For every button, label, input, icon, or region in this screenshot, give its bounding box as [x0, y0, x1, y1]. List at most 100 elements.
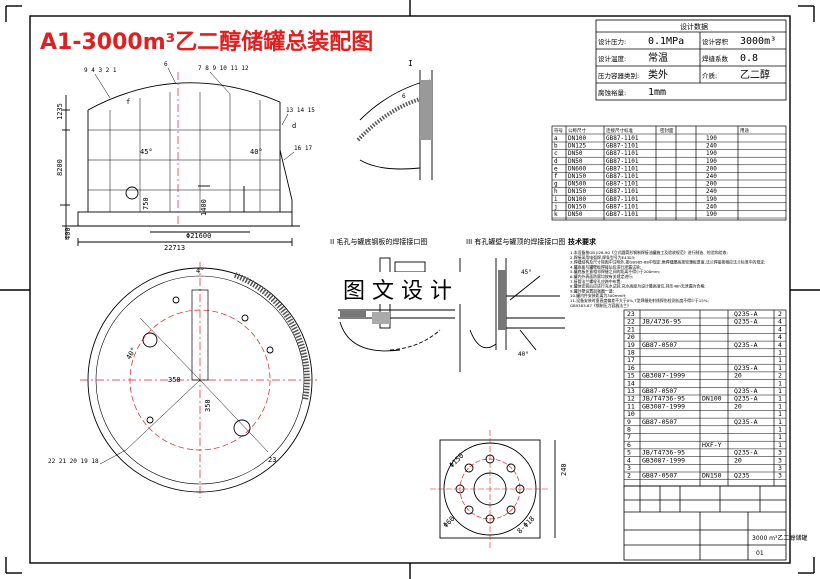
design-value: 0.1MPa — [648, 36, 684, 47]
design-label-2: 设计容积 — [702, 37, 729, 46]
nozzle-cell: DN150 — [568, 173, 586, 180]
callout-letter-f: f — [126, 98, 130, 106]
parts-cell: 1 — [778, 364, 782, 372]
dim-bottom: 750 — [142, 197, 150, 210]
parts-cell: 1 — [778, 356, 782, 364]
parts-cell: GB3087-1999 — [642, 372, 685, 380]
nozzle-cell: 200 — [706, 181, 717, 188]
nozzle-cell: GB87-1101 — [606, 143, 639, 150]
dim-angle-b: 40° — [250, 148, 263, 156]
parts-cell: 1 — [778, 433, 782, 441]
note-line: 7.接管法兰螺栓孔应跨中布置; — [570, 279, 622, 284]
parts-cell: 3 — [778, 472, 782, 480]
callout-right: 13 14 15 — [286, 107, 315, 114]
parts-cell: Q235-A — [734, 364, 758, 372]
parts-cell: 1 — [778, 426, 782, 434]
design-data-table — [595, 19, 787, 101]
callout-bottom-left: 22 21 20 19 18 — [48, 458, 99, 465]
nozzle-cell: GB87-1101 — [606, 173, 639, 180]
design-value-2: 乙二醇 — [740, 68, 770, 81]
parts-cell: Q235 — [734, 472, 750, 480]
nozzle-cell: 240 — [706, 188, 717, 195]
parts-cell: 5 — [627, 449, 631, 457]
nozzle-cell: DN100 — [568, 196, 586, 203]
plan-bolt-label: 23 — [268, 456, 276, 464]
nozzle-cell: k — [554, 211, 558, 218]
design-value-2: 3000m³ — [740, 36, 776, 47]
parts-cell: 20 — [734, 402, 742, 410]
parts-cell: Q235-A — [734, 418, 758, 426]
parts-cell: JB/T4736-95 — [642, 395, 685, 403]
parts-cell: GB87-0507 — [642, 341, 677, 349]
nozzle-cell: 200 — [706, 165, 717, 172]
callout-letter-d: d — [292, 122, 296, 130]
nozzle-cell: h — [554, 188, 558, 195]
title-block-name: 3000 m³乙二醇储罐 — [752, 534, 807, 542]
title-block-sheet: 01 — [756, 550, 764, 557]
nozzle-cell: c — [554, 150, 558, 157]
parts-cell: JB/T4736-95 — [642, 449, 685, 457]
design-value: 1mm — [648, 87, 666, 98]
design-value-2: 0.8 — [740, 53, 758, 64]
parts-cell: Q235-A — [734, 341, 758, 349]
dim-base-height: 400 — [64, 227, 72, 240]
nozzle-cell: 190 — [706, 150, 717, 157]
parts-cell: DN150 — [702, 472, 722, 480]
design-label-2: 焊缝系数 — [702, 54, 729, 63]
callout-top-mid: 6 — [164, 61, 168, 68]
note-line: 10.罐内件安装距离为300mmH; — [570, 293, 627, 298]
nozzle-cell: 240 — [706, 143, 717, 150]
tank-plan-view — [80, 262, 320, 498]
parts-cell: 7 — [627, 433, 631, 441]
note-line: 2.焊接采用电弧焊,焊条型号为E4303; — [570, 255, 635, 260]
parts-cell: GB3087-1999 — [642, 456, 685, 464]
dim-nozzle-height: 1400 — [200, 199, 208, 216]
parts-cell: 1 — [778, 418, 782, 426]
parts-cell: 1 — [778, 349, 782, 357]
parts-cell: 2 — [778, 310, 782, 318]
parts-cell: GB87-0507 — [642, 418, 677, 426]
parts-cell: 11 — [627, 402, 635, 410]
dim-angle-a: 45° — [140, 148, 153, 156]
nozzle-cell: d — [554, 158, 558, 165]
dim-diameter: 22713 — [164, 244, 185, 252]
parts-cell: 2 — [778, 372, 782, 380]
parts-cell: 4 — [778, 318, 782, 326]
detail-angle: 45° — [521, 269, 532, 276]
nozzle-cell: 190 — [706, 135, 717, 142]
parts-cell: Q235-A — [734, 449, 758, 457]
note-line: 8.罐体安装后应进行充水试验,充水高度为设计最高液位,持压48h无泄漏为合格; — [570, 284, 706, 289]
parts-cell: 1 — [778, 402, 782, 410]
parts-cell: HXF-Y — [702, 441, 722, 449]
parts-cell: Q235-A — [734, 318, 758, 326]
parts-cell: 3 — [627, 464, 631, 472]
watermark-bg — [334, 272, 484, 304]
title-block — [623, 485, 787, 561]
design-label-2: 介质: — [702, 71, 717, 80]
nozzle-cell: 190 — [706, 211, 717, 218]
parts-cell: Q235-A — [734, 387, 758, 395]
dim-height-1: 1235 — [56, 103, 64, 120]
nozzle-cell: DN600 — [568, 165, 586, 172]
note-line: 9.罐外壁设置加强圈一道; — [570, 288, 614, 293]
note-line: 11.设备安装时垂直度偏差不大于0%,T型焊缝处射线探伤检测长度不得少于15%; — [570, 298, 709, 303]
parts-cell: 13 — [627, 387, 635, 395]
parts-cell: 9 — [627, 418, 631, 426]
nozzle-cell: 240 — [706, 173, 717, 180]
note-line: 4.罐底板与罐壁板焊接后应进行渗漏试验; — [570, 264, 641, 269]
design-label: 设计温度: — [598, 54, 626, 63]
design-label: 腐蚀裕量: — [598, 88, 626, 97]
dim-height-2: 8200 — [56, 159, 64, 176]
leader-lines — [94, 67, 295, 161]
nozzle-header: 符号 — [554, 127, 563, 134]
parts-cell: DN100 — [702, 395, 722, 403]
parts-cell: 15 — [627, 372, 635, 380]
nozzle-cell: 190 — [706, 196, 717, 203]
parts-cell: 1 — [778, 410, 782, 418]
design-label: 设计压力: — [598, 37, 626, 46]
detail-angle-2: 40° — [518, 351, 529, 358]
note-line: 6.罐内外表面防腐均按有关规定进行; — [570, 274, 633, 279]
nozzle-header: 连接尺寸标准 — [606, 127, 633, 134]
plan-radius: 350 — [168, 376, 181, 384]
